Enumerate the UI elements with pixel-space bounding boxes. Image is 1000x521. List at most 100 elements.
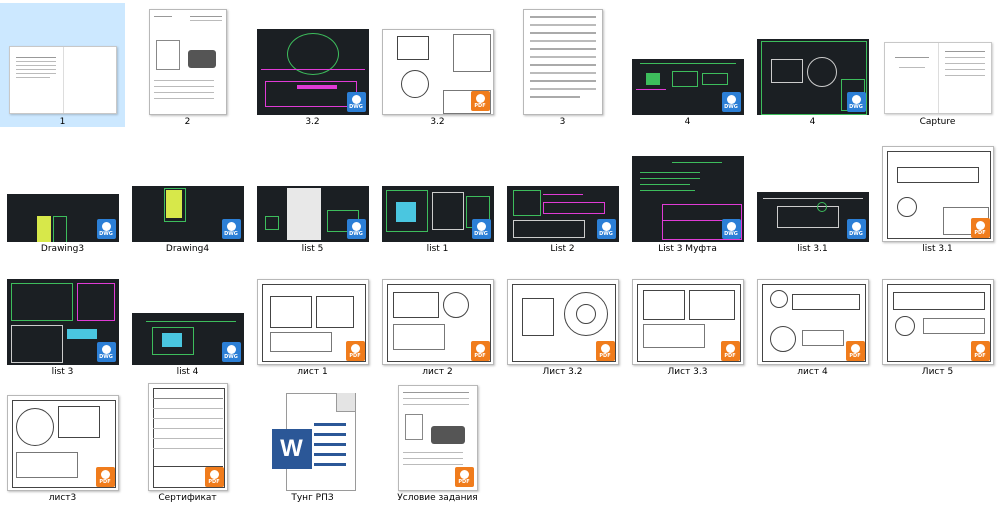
file-thumbnail bbox=[125, 3, 250, 115]
file-name: list 3.1 bbox=[797, 244, 828, 254]
file-tile[interactable]: DWG Drawing3 bbox=[0, 130, 125, 254]
file-tile[interactable]: PDF Лист 3.3 bbox=[625, 253, 750, 377]
file-thumbnail: DWG bbox=[375, 130, 500, 242]
file-thumbnail: DWG bbox=[625, 3, 750, 115]
file-tile[interactable]: PDF лист3 bbox=[0, 379, 125, 503]
file-tile[interactable]: DWG list 3.1 bbox=[750, 130, 875, 254]
file-tile[interactable]: Capture bbox=[875, 3, 1000, 127]
file-name: list 1 bbox=[426, 244, 449, 254]
file-thumbnail: PDF bbox=[750, 253, 875, 365]
file-name: 2 bbox=[184, 117, 191, 127]
dwg-badge-icon: DWG bbox=[846, 219, 866, 239]
file-tile[interactable]: 1 bbox=[0, 3, 125, 127]
file-tile[interactable]: DWG list 3 bbox=[0, 253, 125, 377]
text-document-preview bbox=[522, 9, 603, 115]
file-name: list 4 bbox=[176, 367, 199, 377]
file-name: list 5 bbox=[301, 244, 324, 254]
pdf-badge-icon: PDF bbox=[845, 341, 865, 361]
dwg-preview: DWG bbox=[631, 156, 744, 242]
file-name: Drawing3 bbox=[40, 244, 85, 254]
pdf-drawing-preview: PDF bbox=[631, 279, 744, 365]
pdf-badge-icon: PDF bbox=[470, 341, 490, 361]
dwg-badge-icon: DWG bbox=[721, 219, 741, 239]
pdf-badge-icon: PDF bbox=[720, 341, 740, 361]
file-name: List 2 bbox=[550, 244, 575, 254]
pdf-badge-icon: PDF bbox=[970, 341, 990, 361]
file-tile[interactable]: DWG List 2 bbox=[500, 130, 625, 254]
file-tile[interactable]: PDF 3.2 bbox=[375, 3, 500, 127]
file-thumbnail: DWG bbox=[0, 130, 125, 242]
pdf-drawing-preview: PDF bbox=[881, 279, 994, 365]
file-tile[interactable]: PDF Условие задания bbox=[375, 379, 500, 503]
file-name: 1 bbox=[59, 117, 66, 127]
dwg-preview: DWG bbox=[131, 186, 244, 242]
file-tile[interactable]: PDF Сертификат bbox=[125, 379, 250, 503]
file-tile[interactable]: PDF лист 2 bbox=[375, 253, 500, 377]
file-tile[interactable]: DWG 3.2 bbox=[250, 3, 375, 127]
file-thumbnail: PDF bbox=[0, 379, 125, 491]
dwg-badge-icon: DWG bbox=[471, 219, 491, 239]
file-name: 4 bbox=[684, 117, 691, 127]
pdf-badge-icon: PDF bbox=[204, 467, 224, 487]
dwg-preview: DWG bbox=[131, 313, 244, 365]
file-tile[interactable]: DWG list 5 bbox=[250, 130, 375, 254]
file-thumbnail: PDF bbox=[125, 379, 250, 491]
pdf-badge-icon: PDF bbox=[970, 218, 990, 238]
file-name: Тунг РПЗ bbox=[291, 493, 334, 503]
dwg-badge-icon: DWG bbox=[596, 219, 616, 239]
file-tile[interactable]: 2 bbox=[125, 3, 250, 127]
pdf-page-preview: PDF bbox=[147, 383, 228, 491]
file-thumbnail: PDF bbox=[250, 253, 375, 365]
dwg-badge-icon: DWG bbox=[346, 219, 366, 239]
file-tile[interactable]: DWG Drawing4 bbox=[125, 130, 250, 254]
document-preview bbox=[8, 46, 117, 114]
file-name: Сертификат bbox=[158, 493, 217, 503]
file-thumbnail: DWG bbox=[750, 3, 875, 115]
file-name: лист 1 bbox=[297, 367, 328, 377]
file-tile[interactable]: PDF Лист 5 bbox=[875, 253, 1000, 377]
file-name: 4 bbox=[809, 117, 816, 127]
file-thumbnail: DWG bbox=[125, 130, 250, 242]
file-tile[interactable]: DWG list 1 bbox=[375, 130, 500, 254]
file-thumbnail: PDF bbox=[500, 253, 625, 365]
dwg-badge-icon: DWG bbox=[846, 92, 866, 112]
pdf-drawing-preview: PDF bbox=[881, 146, 994, 242]
file-thumbnail: PDF bbox=[375, 3, 500, 115]
file-thumbnail: PDF bbox=[625, 253, 750, 365]
pdf-badge-icon: PDF bbox=[345, 341, 365, 361]
file-name: Drawing4 bbox=[165, 244, 210, 254]
file-thumbnail: DWG bbox=[0, 253, 125, 365]
dwg-preview: DWG bbox=[631, 59, 744, 115]
file-tile[interactable]: PDF Лист 3.2 bbox=[500, 253, 625, 377]
file-thumbnail bbox=[500, 3, 625, 115]
file-tile[interactable]: DWG 4 bbox=[625, 3, 750, 127]
dwg-preview: DWG bbox=[756, 39, 869, 115]
file-tile[interactable]: DWG list 4 bbox=[125, 253, 250, 377]
dwg-preview: DWG bbox=[6, 279, 119, 365]
file-thumbnail: W bbox=[250, 379, 375, 491]
file-tile[interactable]: PDF лист 1 bbox=[250, 253, 375, 377]
pdf-badge-icon: PDF bbox=[95, 467, 115, 487]
file-tile[interactable]: PDF лист 4 bbox=[750, 253, 875, 377]
file-tile[interactable]: W Тунг РПЗ bbox=[250, 379, 375, 503]
file-thumbnail: PDF bbox=[375, 253, 500, 365]
dwg-badge-icon: DWG bbox=[96, 342, 116, 362]
dwg-preview: DWG bbox=[256, 186, 369, 242]
file-tile[interactable]: DWG List 3 Муфта bbox=[625, 130, 750, 254]
file-name: List 3 Муфта bbox=[658, 244, 717, 254]
file-thumbnail: PDF bbox=[875, 253, 1000, 365]
file-name: лист 2 bbox=[422, 367, 453, 377]
pdf-drawing-preview: PDF bbox=[506, 279, 619, 365]
pdf-badge-icon: PDF bbox=[595, 341, 615, 361]
file-name: Capture bbox=[919, 117, 956, 127]
file-name: list 3.1 bbox=[922, 244, 953, 254]
document-preview bbox=[883, 42, 992, 114]
pdf-drawing-preview: PDF bbox=[6, 395, 119, 491]
dwg-badge-icon: DWG bbox=[721, 92, 741, 112]
file-tile[interactable]: PDF list 3.1 bbox=[875, 130, 1000, 254]
file-name: лист 4 bbox=[797, 367, 828, 377]
file-tile[interactable]: 3 bbox=[500, 3, 625, 127]
file-name: 3 bbox=[559, 117, 566, 127]
file-thumbnail: PDF bbox=[875, 130, 1000, 242]
file-tile[interactable]: DWG 4 bbox=[750, 3, 875, 127]
